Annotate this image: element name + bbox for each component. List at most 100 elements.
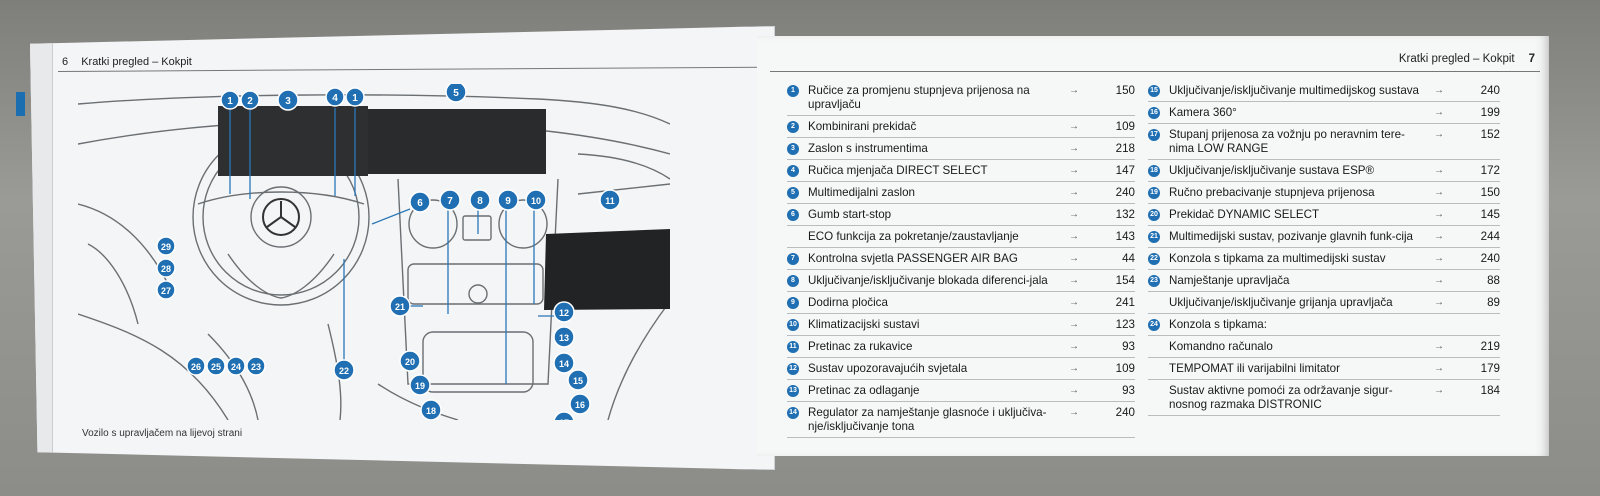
page-reference: 240 — [1480, 84, 1500, 97]
index-entry: ECO funkcija za pokretanje/zaustavljanje… — [787, 226, 1135, 248]
callout-28: 28 — [156, 258, 176, 278]
left-page-header: 6 Kratki pregled – Kokpit — [62, 56, 192, 68]
item-number-badge: 3 — [787, 143, 799, 155]
item-text: Kombinirani prekidač — [808, 120, 917, 133]
page-ref-arrow-icon: → — [1434, 363, 1444, 374]
svg-text:1: 1 — [227, 96, 233, 107]
page-reference: 109 — [1115, 120, 1135, 133]
page-reference: 147 — [1115, 164, 1135, 177]
index-entry: Sustav aktivne pomoći za održavanje sigu… — [1148, 380, 1500, 416]
svg-text:16: 16 — [575, 400, 585, 410]
page-ref-arrow-icon: → — [1069, 407, 1079, 418]
callout-25: 25 — [206, 356, 226, 376]
item-number-badge: 22 — [1148, 253, 1160, 265]
callout-3: 3 — [277, 89, 299, 111]
callout-23: 23 — [246, 356, 266, 376]
item-text: Komandno računalo — [1169, 340, 1273, 353]
index-entry: 19 Ručno prebacivanje stupnjeva prijenosa… — [1148, 182, 1500, 204]
item-number-badge: 21 — [1148, 231, 1160, 243]
callout-22: 22 — [333, 359, 355, 381]
callout-16: 16 — [569, 393, 591, 415]
svg-text:19: 19 — [415, 381, 425, 391]
callout-21: 21 — [389, 295, 411, 317]
callout-18: 18 — [420, 399, 442, 420]
page-reference: 152 — [1480, 128, 1500, 141]
page-ref-arrow-icon: → — [1434, 385, 1444, 396]
item-text: Klimatizacijski sustavi — [808, 318, 920, 331]
item-text: Konzola s tipkama: — [1169, 318, 1267, 331]
right-page — [757, 36, 1549, 456]
callout-13: 13 — [553, 326, 575, 348]
page-ref-arrow-icon: → — [1069, 231, 1079, 242]
item-number-badge: 1 — [787, 85, 799, 97]
item-number-badge: 17 — [1148, 129, 1160, 141]
page-reference: 88 — [1487, 274, 1500, 287]
item-text: TEMPOMAT ili varijabilni limitator — [1169, 362, 1340, 375]
svg-text:3: 3 — [285, 96, 291, 107]
page-reference: 150 — [1480, 186, 1500, 199]
item-text: Ručice za promjenu stupnjeva prijenosa n… — [808, 84, 1030, 111]
section-tab — [16, 92, 25, 116]
item-text: Prekidač DYNAMIC SELECT — [1169, 208, 1320, 221]
page-reference: 172 — [1480, 164, 1500, 177]
item-text: Stupanj prijenosa za vožnju po neravnim … — [1169, 128, 1405, 155]
svg-text:24: 24 — [231, 362, 241, 372]
page-ref-arrow-icon: → — [1069, 121, 1079, 132]
callout-1b: 1 — [345, 87, 365, 107]
page-reference: 240 — [1115, 406, 1135, 419]
item-text: Konzola s tipkama za multimedijski susta… — [1169, 252, 1386, 265]
svg-text:23: 23 — [251, 362, 261, 372]
item-text: Uključivanje/isključivanje grijanja upra… — [1169, 296, 1393, 309]
callout-5: 5 — [445, 84, 467, 103]
page-reference: 89 — [1487, 296, 1500, 309]
callout-20: 20 — [399, 350, 421, 372]
item-number-badge: 12 — [787, 363, 799, 375]
svg-text:7: 7 — [447, 196, 453, 207]
page-reference: 93 — [1122, 340, 1135, 353]
page-ref-arrow-icon: → — [1434, 129, 1444, 140]
page-reference: 184 — [1480, 384, 1500, 397]
svg-text:14: 14 — [559, 359, 569, 369]
page-ref-arrow-icon: → — [1434, 107, 1444, 118]
item-number-badge: 24 — [1148, 319, 1160, 331]
right-page-title: Kratki pregled – Kokpit — [1398, 53, 1515, 65]
page-reference: 150 — [1115, 84, 1135, 97]
svg-text:9: 9 — [505, 196, 511, 207]
item-number-badge: 4 — [787, 165, 799, 177]
page-ref-arrow-icon: → — [1069, 209, 1079, 220]
page-ref-arrow-icon: → — [1434, 165, 1444, 176]
item-text: Uključivanje/isključivanje sustava ESP® — [1169, 164, 1375, 177]
callout-9: 9 — [497, 189, 519, 211]
item-number-badge: 10 — [787, 319, 799, 331]
callout-10: 10 — [525, 189, 547, 211]
right-page-number: 7 — [1528, 53, 1535, 65]
item-number-badge: 5 — [787, 187, 799, 199]
right-page-header: Kratki pregled – Kokpit 7 — [1360, 53, 1535, 65]
page-ref-arrow-icon: → — [1434, 231, 1444, 242]
callout-24: 24 — [226, 356, 246, 376]
page-edge — [30, 36, 53, 456]
page-ref-arrow-icon: → — [1434, 187, 1444, 198]
item-number-badge: 8 — [787, 275, 799, 287]
callout-11: 11 — [599, 189, 621, 211]
item-number-badge: 19 — [1148, 187, 1160, 199]
index-entry: Komandno računalo→219 — [1148, 336, 1500, 358]
item-text: Ručno prebacivanje stupnjeva prijenosa — [1169, 186, 1375, 199]
svg-text:2: 2 — [247, 96, 253, 107]
callout-12: 12 — [553, 301, 575, 323]
item-text: Kamera 360° — [1169, 106, 1237, 119]
page-ref-arrow-icon: → — [1434, 85, 1444, 96]
item-number-badge: 11 — [787, 341, 799, 353]
item-text: Dodirna pločica — [808, 296, 888, 309]
page-ref-arrow-icon: → — [1069, 85, 1079, 96]
